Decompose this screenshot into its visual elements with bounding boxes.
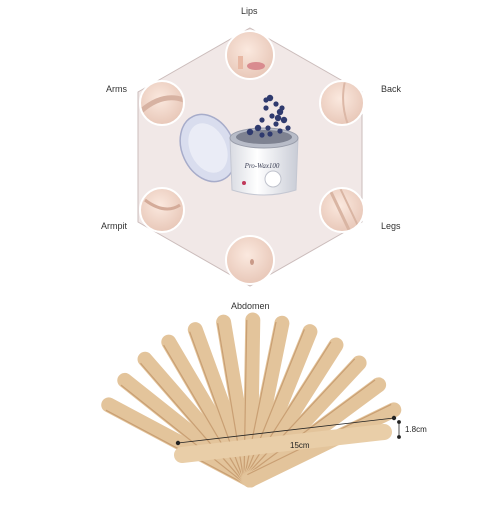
wax-bead (280, 116, 288, 124)
wax-bead (267, 131, 273, 137)
label-legs: Legs (381, 221, 401, 231)
wax-beads (246, 94, 291, 138)
label-lips: Lips (241, 6, 258, 16)
wooden-stick-edge (140, 362, 246, 485)
wax-bead (246, 128, 254, 136)
label-armpit: Armpit (101, 221, 128, 231)
back-photo (320, 81, 364, 125)
wax-bead (259, 132, 265, 138)
wax-bead (274, 114, 282, 122)
wooden-stick-edge (244, 341, 332, 478)
wooden-stick-edge (245, 358, 356, 477)
wax-bead (277, 128, 283, 134)
wax-bead (269, 113, 275, 119)
wooden-stick-edge (120, 384, 247, 486)
arms-photo (140, 81, 184, 125)
wax-warmer (179, 113, 299, 196)
wax-bead (263, 97, 269, 103)
wax-bead (259, 117, 265, 123)
wooden-stick-front (174, 424, 392, 463)
wax-bead (273, 121, 279, 127)
label-abdomen: Abdomen (231, 301, 270, 311)
wax-bead (273, 101, 279, 107)
wooden-sticks (101, 312, 402, 488)
wax-bead (279, 105, 285, 111)
width-dimension: 1.8cm (405, 425, 427, 434)
wooden-stick-edge (189, 331, 245, 483)
wax-bead (263, 105, 269, 111)
label-back: Back (381, 84, 402, 94)
abdomen-photo (226, 236, 274, 284)
wooden-stick-edge (105, 409, 248, 486)
label-arms: Arms (106, 84, 127, 94)
legs-photo (320, 188, 364, 232)
dimension-lines (175, 415, 401, 446)
brand-text: Pro-Wax100 (244, 162, 280, 170)
lips-photo (226, 31, 274, 79)
length-dimension: 15cm (290, 441, 310, 450)
wax-bead (254, 124, 262, 132)
wooden-stick-edge (163, 344, 246, 484)
armpit-photo (140, 188, 184, 232)
wax-bead (285, 125, 291, 131)
wax-bead (265, 125, 271, 131)
